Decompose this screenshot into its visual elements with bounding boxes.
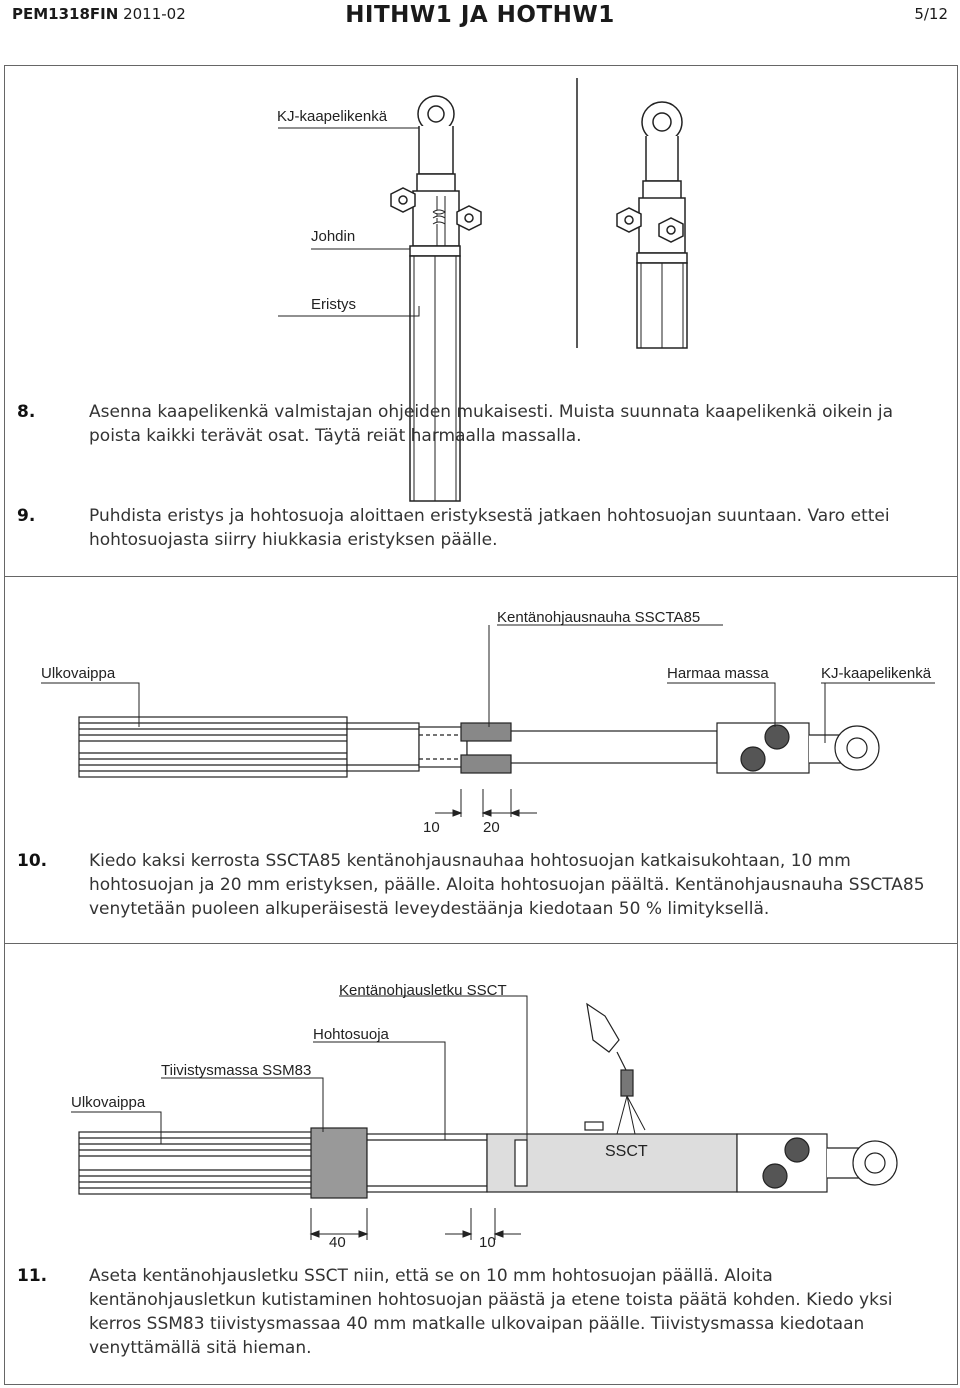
lug-installation-drawing <box>278 78 688 502</box>
label-sleeve: Kentänohjausletku SSCT <box>339 982 507 999</box>
label-sheath: Ulkovaippa <box>41 665 116 682</box>
dim-40: 40 <box>329 1234 346 1251</box>
stress-control-sleeve-drawing <box>71 995 898 1240</box>
step-11: 11. Aseta kentänohjausletku SSCT niin, e… <box>17 1264 945 1360</box>
dim-10: 10 <box>423 819 440 836</box>
step-8: 8. Asenna kaapelikenkä valmistajan ohjei… <box>17 400 945 448</box>
step-11-text: Aseta kentänohjausletku SSCT niin, että … <box>89 1266 893 1358</box>
label-lug: KJ-kaapelikenkä <box>821 665 932 682</box>
doc-code: PEM1318FIN 2011-02 <box>12 5 186 23</box>
step-11-number: 11. <box>17 1266 48 1286</box>
step-10: 10. Kiedo kaksi kerrosta SSCTA85 kentäno… <box>17 849 945 921</box>
label-sealant: Tiivistysmassa SSM83 <box>161 1062 312 1079</box>
step-9-text: Puhdista eristys ja hohtosuoja aloittaen… <box>89 506 890 550</box>
label-conductor: Johdin <box>311 228 356 245</box>
panel-step-11: Kentänohjausletku SSCT Hohtosuoja Tiivis… <box>4 943 958 1385</box>
page-number: 5/12 <box>914 5 948 23</box>
doc-date: 2011-02 <box>123 5 186 23</box>
dim-20: 20 <box>483 819 500 836</box>
label-sheath: Ulkovaippa <box>71 1094 146 1111</box>
label-lug: KJ-kaapelikenkä <box>277 108 388 125</box>
label-grey-mass: Harmaa massa <box>667 665 769 682</box>
doc-code-id: PEM1318FIN <box>12 5 119 23</box>
step-10-text: Kiedo kaksi kerrosta SSCTA85 kentänohjau… <box>89 851 925 919</box>
panel-step-8-9: KJ-kaapelikenkä Johdin Eristys 8. Asenna… <box>4 65 958 579</box>
label-sleeve-print: SSCT <box>605 1143 648 1160</box>
step-10-number: 10. <box>17 851 48 871</box>
step-9: 9. Puhdista eristys ja hohtosuoja aloitt… <box>17 504 945 552</box>
label-screen: Hohtosuoja <box>313 1026 389 1043</box>
label-insulation: Eristys <box>311 296 356 313</box>
page-title: HITHW1 JA HOTHW1 <box>345 2 615 28</box>
step-8-text: Asenna kaapelikenkä valmistajan ohjeiden… <box>89 402 894 446</box>
dim-10: 10 <box>479 1234 496 1251</box>
label-tape: Kentänohjausnauha SSCTA85 <box>497 609 701 626</box>
step-8-number: 8. <box>17 402 36 422</box>
step-9-number: 9. <box>17 506 36 526</box>
field-control-tape-drawing <box>41 624 935 817</box>
panel-step-10: Kentänohjausnauha SSCTA85 Ulkovaippa Har… <box>4 576 958 946</box>
